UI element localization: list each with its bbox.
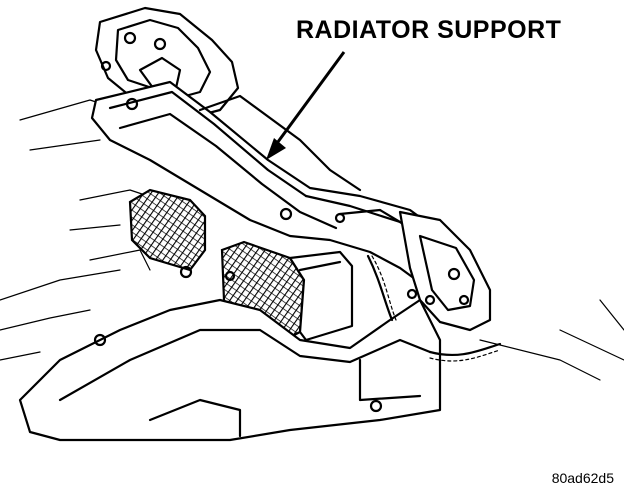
figure-id: 80ad62d5	[551, 470, 614, 486]
left-mesh-panel	[128, 188, 207, 272]
callout-arrow	[266, 51, 346, 160]
engine-bay-background	[0, 99, 624, 381]
center-mesh-panel	[220, 240, 354, 342]
lower-air-deflector	[18, 298, 442, 442]
bolts	[179, 265, 418, 300]
radiator-support-label: RADIATOR SUPPORT	[296, 16, 562, 44]
right-bracket	[338, 208, 492, 332]
wiring-harness	[366, 254, 502, 362]
